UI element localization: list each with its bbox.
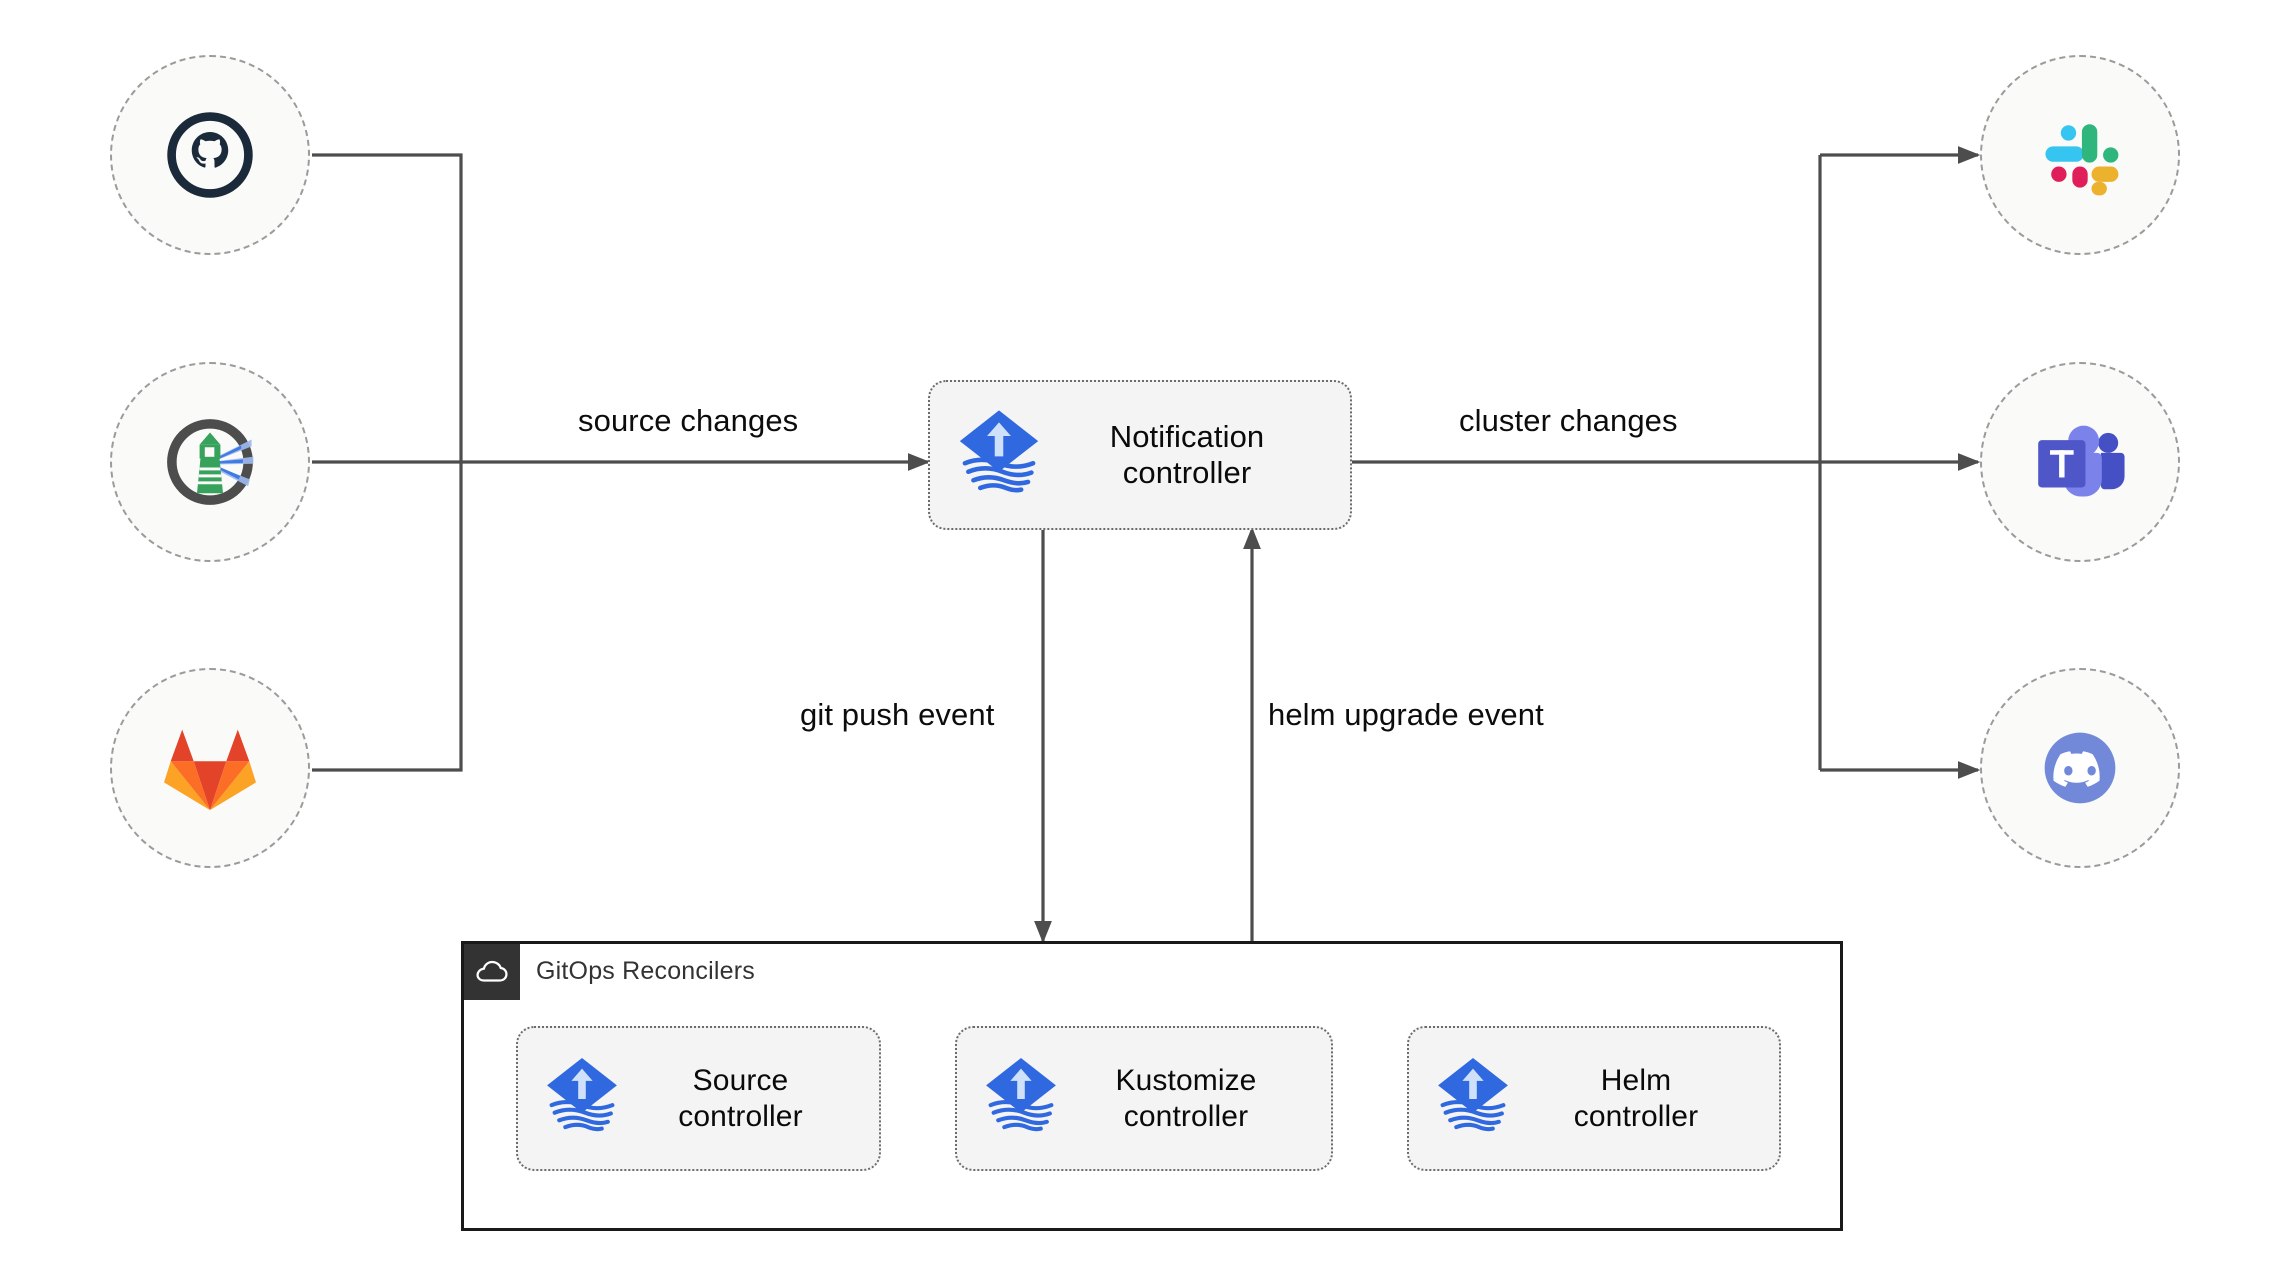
notification-controller-box[interactable]: Notification controller [928, 380, 1352, 530]
notification-controller-label: Notification controller [1109, 418, 1265, 490]
flux-icon [544, 1055, 620, 1142]
flux-icon [983, 1055, 1059, 1142]
edge-source-bus [312, 153, 463, 772]
edge-label-source-changes: source changes [578, 403, 799, 438]
gitops-reconcilers-container: GitOps Reconcilers Source controller [461, 941, 1843, 1231]
flux-icon [956, 407, 1042, 504]
flux-icon [1435, 1055, 1511, 1142]
gitlab-icon [164, 729, 256, 811]
source-node-gitlab[interactable] [110, 668, 310, 868]
kustomize-controller-label: Kustomize controller [1115, 1064, 1257, 1133]
helm-controller-label: Helm controller [1573, 1064, 1699, 1133]
target-node-teams[interactable] [1980, 362, 2180, 562]
source-node-github[interactable] [110, 55, 310, 255]
source-controller-box[interactable]: Source controller [516, 1026, 881, 1171]
gitops-container-title: GitOps Reconcilers [536, 957, 755, 985]
github-icon [167, 112, 253, 198]
edge-label-cluster-changes: cluster changes [1459, 403, 1678, 438]
cloud-icon [464, 944, 520, 1000]
edge-label-git-push-event: git push event [800, 697, 995, 732]
target-node-slack[interactable] [1980, 55, 2180, 255]
source-controller-label: Source controller [678, 1064, 803, 1133]
edge-label-helm-upgrade-event: helm upgrade event [1268, 697, 1544, 732]
target-node-discord[interactable] [1980, 668, 2180, 868]
slack-icon [2045, 124, 2119, 196]
helm-controller-box[interactable]: Helm controller [1407, 1026, 1781, 1171]
source-node-flux[interactable] [110, 362, 310, 562]
flux-lighthouse-icon [167, 419, 254, 505]
discord-icon [2044, 732, 2116, 804]
microsoft-teams-icon [2038, 425, 2125, 497]
kustomize-controller-box[interactable]: Kustomize controller [955, 1026, 1333, 1171]
